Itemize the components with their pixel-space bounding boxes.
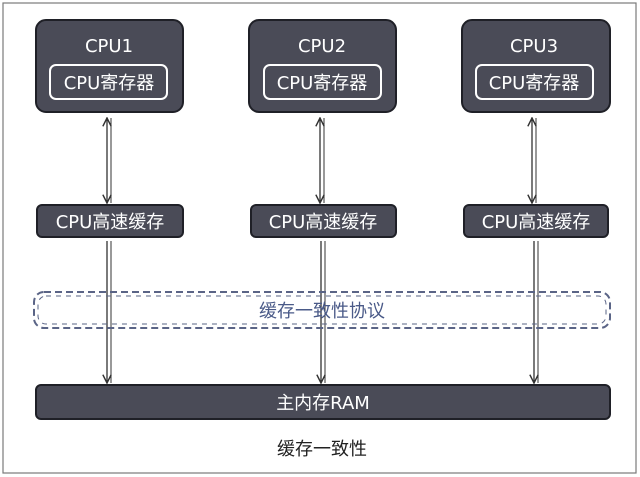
cpu-name: CPU2 — [298, 36, 346, 57]
cpu-register-box — [49, 64, 168, 100]
cpu-group-2: CPU2 CPU寄存器 CPU高速缓存 — [248, 19, 397, 383]
cpu-register-label: CPU寄存器 — [489, 73, 580, 94]
main-memory-box — [35, 384, 611, 420]
cpu-cache-label: CPU高速缓存 — [482, 212, 591, 233]
diagram-caption: 缓存一致性 — [277, 439, 367, 460]
cpu-cache-box — [250, 204, 397, 238]
main-memory-label: 主内存RAM — [276, 393, 370, 414]
cpu-register-box — [263, 64, 382, 100]
cpu-group-1: CPU1 CPU寄存器 CPU高速缓存 — [35, 19, 184, 383]
coherence-protocol-label: 缓存一致性协议 — [259, 301, 385, 322]
cpu-register-label: CPU寄存器 — [64, 73, 155, 94]
coherence-protocol-band-inner — [37, 295, 607, 325]
cpu-cache-box — [36, 204, 184, 238]
cpu-register-box — [475, 64, 594, 100]
cpu-cache-label: CPU高速缓存 — [269, 212, 378, 233]
cpu-cache-label: CPU高速缓存 — [56, 212, 165, 233]
cpu-group-3: CPU3 CPU寄存器 CPU高速缓存 — [461, 19, 611, 383]
coherence-protocol-band — [33, 291, 611, 329]
cpu-name: CPU1 — [85, 36, 133, 57]
cpu-register-label: CPU寄存器 — [277, 73, 368, 94]
cpu-cache-box — [463, 204, 609, 238]
cpu-name: CPU3 — [510, 36, 558, 57]
